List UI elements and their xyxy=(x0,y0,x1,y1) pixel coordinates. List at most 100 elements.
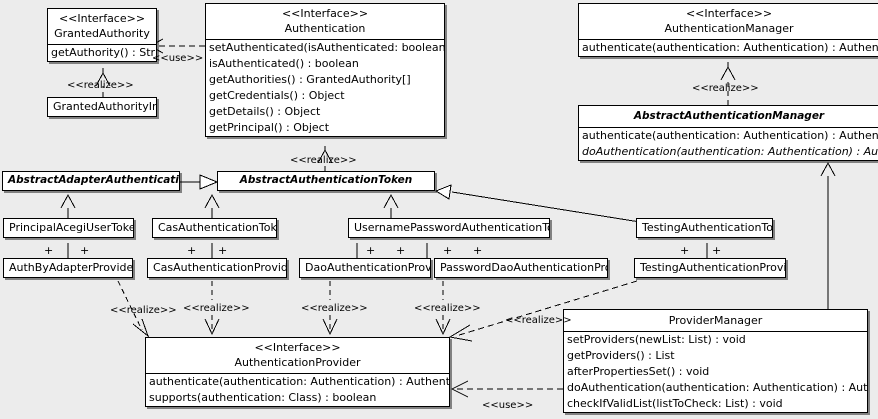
method-row: setAuthenticated(isAuthenticated: boolea… xyxy=(209,41,445,54)
class-header: <<Interface>> AuthenticationManager xyxy=(579,4,878,39)
association-marker: + xyxy=(712,244,722,257)
method-row: authenticate(authentication: Authenticat… xyxy=(582,129,878,142)
class-authentication-provider[interactable]: <<Interface>> AuthenticationProvider aut… xyxy=(145,337,450,407)
class-name: TestingAuthenticationProvider xyxy=(640,261,785,274)
class-principal-acegi-user-token[interactable]: PrincipalAcegiUserToken xyxy=(3,218,134,238)
stereotype: <<Interface>> xyxy=(281,7,369,20)
method-row: getAuthority() : String xyxy=(51,46,156,59)
method-row: doAuthentication(authentication: Authent… xyxy=(582,145,878,158)
class-header: <<Interface>> GrantedAuthority xyxy=(48,9,156,44)
method-row: isAuthenticated() : boolean xyxy=(209,57,359,70)
class-abstract-authentication-token[interactable]: AbstractAuthenticationToken xyxy=(217,171,435,191)
class-name: GrantedAuthority xyxy=(54,27,150,40)
method-row: getDetails() : Object xyxy=(209,105,321,118)
method-row: authenticate(authentication: Authenticat… xyxy=(149,375,450,388)
edge-label-realize-testing-provider: <<realize>> xyxy=(505,315,572,326)
class-name: PrincipalAcegiUserToken xyxy=(9,221,134,234)
class-name: UsernamePasswordAuthenticationToken xyxy=(354,221,549,234)
class-name: GrantedAuthorityImpl xyxy=(53,100,156,113)
association-marker: + xyxy=(443,244,453,257)
method-row: getPrincipal() : Object xyxy=(209,121,330,134)
class-authentication[interactable]: <<Interface>> Authentication setAuthenti… xyxy=(205,3,445,137)
class-name: AuthenticationManager xyxy=(664,22,794,35)
edge-label-realize-granted-authority-impl: <<realize>> xyxy=(67,80,134,91)
class-testing-authentication-token[interactable]: TestingAuthenticationToken xyxy=(636,218,773,238)
class-header: TestingAuthenticationProvider xyxy=(635,259,785,277)
class-username-password-authentication-token[interactable]: UsernamePasswordAuthenticationToken xyxy=(348,218,550,238)
class-name: Authentication xyxy=(284,22,366,35)
class-header: TestingAuthenticationToken xyxy=(637,219,772,237)
class-header: AbstractAdapterAuthenticationToken xyxy=(3,172,179,190)
method-compartment: getAuthority() : String xyxy=(48,44,156,61)
class-name: ProviderManager xyxy=(668,314,763,327)
method-row: doAuthentication(authentication: Authent… xyxy=(567,381,868,394)
association-marker: + xyxy=(473,244,483,257)
stereotype: <<Interface>> xyxy=(254,341,341,354)
class-password-dao-authentication-provider[interactable]: PasswordDaoAuthenticationProvider xyxy=(434,258,608,278)
class-granted-authority-impl[interactable]: GrantedAuthorityImpl xyxy=(47,97,157,117)
class-header: <<Interface>> AuthenticationProvider xyxy=(146,338,449,373)
edge-label-realize-cas-provider: <<realize>> xyxy=(183,303,250,314)
method-compartment: authenticate(authentication: Authenticat… xyxy=(579,127,878,160)
edge-label-use-authentication-granted-authority: <<use>> xyxy=(152,53,204,64)
association-marker: + xyxy=(218,244,228,257)
association-marker: + xyxy=(396,244,406,257)
class-name: CasAuthenticationToken xyxy=(158,221,277,234)
class-header: UsernamePasswordAuthenticationToken xyxy=(349,219,549,237)
class-authentication-manager[interactable]: <<Interface>> AuthenticationManager auth… xyxy=(578,3,878,57)
class-testing-authentication-provider[interactable]: TestingAuthenticationProvider xyxy=(634,258,786,278)
class-name: TestingAuthenticationToken xyxy=(642,221,773,234)
class-granted-authority[interactable]: <<Interface>> GrantedAuthority getAuthor… xyxy=(47,8,157,62)
class-provider-manager[interactable]: ProviderManager setProviders(newList: Li… xyxy=(563,309,868,413)
method-row: checkIfValidList(listToCheck: List) : vo… xyxy=(567,397,783,410)
method-row: getProviders() : List xyxy=(567,349,675,362)
edge-label-realize-abstract-authentication-manager: <<realize>> xyxy=(692,83,759,94)
class-abstract-adapter-authentication-token[interactable]: AbstractAdapterAuthenticationToken xyxy=(2,171,180,191)
class-header: AbstractAuthenticationToken xyxy=(218,172,434,190)
class-header: CasAuthenticationToken xyxy=(153,219,276,237)
edge-label-realize-dao-provider: <<realize>> xyxy=(301,303,368,314)
class-auth-by-adapter-provider[interactable]: AuthByAdapterProvider xyxy=(3,258,133,278)
class-name: AuthByAdapterProvider xyxy=(9,261,133,274)
class-name: AuthenticationProvider xyxy=(234,356,361,369)
class-dao-authentication-provider[interactable]: DaoAuthenticationProvider xyxy=(299,258,431,278)
association-marker: + xyxy=(366,244,376,257)
association-marker: + xyxy=(680,244,690,257)
class-name: AbstractAdapterAuthenticationToken xyxy=(8,174,179,186)
method-row: setProviders(newList: List) : void xyxy=(567,333,746,346)
class-header: PrincipalAcegiUserToken xyxy=(4,219,133,237)
class-name: AbstractAuthenticationManager xyxy=(633,110,825,122)
class-header: <<Interface>> Authentication xyxy=(206,4,444,39)
class-name: CasAuthenticationProvider xyxy=(153,261,287,274)
method-compartment: authenticate(authentication: Authenticat… xyxy=(579,39,878,56)
class-name: PasswordDaoAuthenticationProvider xyxy=(440,261,607,274)
edge-label-use-provider-manager-authentication-provider: <<use>> xyxy=(482,400,534,411)
class-header: AuthByAdapterProvider xyxy=(4,259,132,277)
association-marker: + xyxy=(44,244,54,257)
class-cas-authentication-token[interactable]: CasAuthenticationToken xyxy=(152,218,277,238)
method-compartment: setAuthenticated(isAuthenticated: boolea… xyxy=(206,39,444,136)
class-header: ProviderManager xyxy=(564,310,867,331)
method-compartment: setProviders(newList: List) : void getPr… xyxy=(564,331,867,412)
association-marker: + xyxy=(187,244,197,257)
class-abstract-authentication-manager[interactable]: AbstractAuthenticationManager authentica… xyxy=(578,105,878,161)
method-row: supports(authentication: Class) : boolea… xyxy=(149,391,377,404)
stereotype: <<Interface>> xyxy=(58,12,146,25)
method-row: getAuthorities() : GrantedAuthority[] xyxy=(209,73,411,86)
stereotype: <<Interface>> xyxy=(685,7,773,20)
method-compartment: authenticate(authentication: Authenticat… xyxy=(146,373,449,406)
association-marker: + xyxy=(80,244,90,257)
method-row: getCredentials() : Object xyxy=(209,89,345,102)
edge-label-realize-password-dao-provider: <<realize>> xyxy=(414,303,481,314)
class-header: PasswordDaoAuthenticationProvider xyxy=(435,259,607,277)
class-header: CasAuthenticationProvider xyxy=(148,259,286,277)
method-row: authenticate(authentication: Authenticat… xyxy=(582,41,878,54)
class-name: DaoAuthenticationProvider xyxy=(305,261,431,274)
class-cas-authentication-provider[interactable]: CasAuthenticationProvider xyxy=(147,258,287,278)
class-name: AbstractAuthenticationToken xyxy=(239,174,413,186)
edge-label-realize-abstract-authentication-token: <<realize>> xyxy=(290,155,357,166)
method-row: afterPropertiesSet() : void xyxy=(567,365,710,378)
class-header: DaoAuthenticationProvider xyxy=(300,259,430,277)
class-header: GrantedAuthorityImpl xyxy=(48,98,156,116)
